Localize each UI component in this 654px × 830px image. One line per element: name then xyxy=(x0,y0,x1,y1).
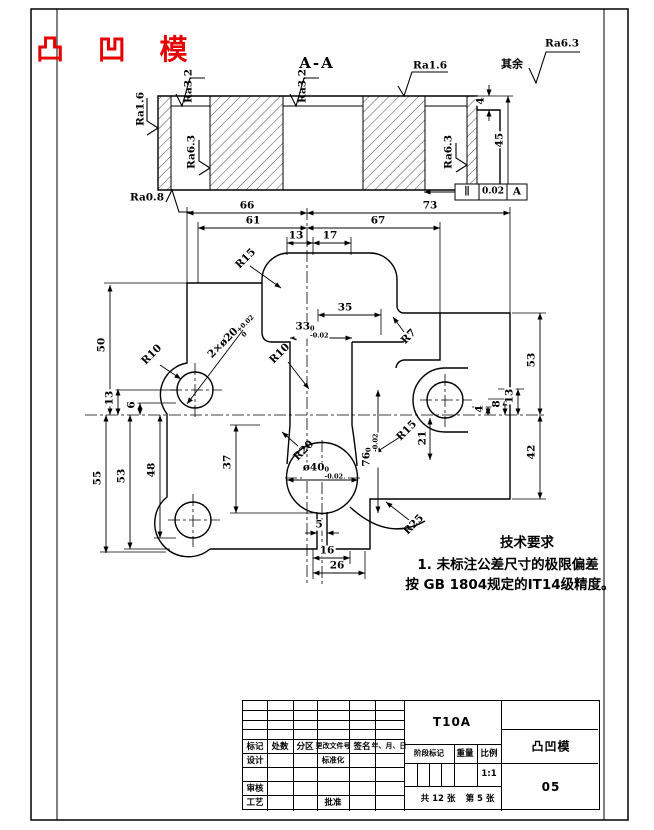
tb-material: T10A xyxy=(432,715,472,729)
tolerance-value: 0.02 xyxy=(482,186,504,197)
tb-header-zone: 分区 xyxy=(296,742,314,752)
tb-sheet-page: 第 5 张 xyxy=(465,794,495,804)
dim-53-right: 53 xyxy=(525,351,538,369)
dim-5: 5 xyxy=(314,518,324,531)
roughness-label-slot2-side: Ra6.3 xyxy=(442,134,455,170)
roughness-label-slot2-top: Ra3.2 xyxy=(296,68,309,104)
roughness-label-bottom: Ra0.8 xyxy=(129,191,165,204)
dim-55: 55 xyxy=(91,469,104,487)
tech-requirements-line2: 按 GB 1804规定的IT14级精度。 xyxy=(405,577,615,593)
dim-35: 35 xyxy=(336,301,354,314)
roughness-check-top-right xyxy=(397,71,448,98)
dim-13-top: 13 xyxy=(287,229,305,242)
tb-header-signature: 签名 xyxy=(353,742,371,752)
sheet-frame xyxy=(30,8,629,821)
tb-header-count: 处数 xyxy=(271,742,289,752)
dim-step-4: 4 xyxy=(474,96,487,106)
dim-6-left: 6 xyxy=(125,400,138,410)
section-hatch-areas xyxy=(157,95,478,191)
section-view-linework xyxy=(146,51,580,213)
part-outline xyxy=(154,252,511,558)
tb-drawing-number: 05 xyxy=(541,780,561,794)
tb-role-review: 审核 xyxy=(246,784,264,794)
rest-roughness-prefix: 其余 xyxy=(501,57,523,71)
dim-37: 37 xyxy=(221,453,234,471)
tb-scale-value: 1:1 xyxy=(481,769,497,779)
roughness-check-slot1-side xyxy=(198,140,211,176)
dim-13-right: 13 xyxy=(503,387,516,405)
tech-requirements-line1: 1. 未标注公差尺寸的极限偏差 xyxy=(417,557,599,573)
dim-67: 67 xyxy=(369,214,387,227)
dim-17-top: 17 xyxy=(321,229,339,242)
tolerance-frame xyxy=(424,183,528,201)
roughness-check-slot2-top xyxy=(289,77,319,108)
tb-role-design: 设计 xyxy=(246,756,264,766)
rest-roughness-value: Ra6.3 xyxy=(544,37,580,50)
dim-21: 21 xyxy=(416,429,429,447)
dim-66: 66 xyxy=(238,199,256,212)
tb-part-name: 凸凹模 xyxy=(531,739,571,754)
hole-bottom-left xyxy=(174,501,212,539)
roughness-label-slot1-side: Ra6.3 xyxy=(185,134,198,170)
dim-13-left: 13 xyxy=(103,389,116,407)
tb-header-mark: 标记 xyxy=(246,742,264,752)
roughness-check-rest xyxy=(528,51,580,85)
dim-8: 8 xyxy=(490,399,503,409)
tb-stage-mark-label: 阶段标记 xyxy=(414,748,444,758)
section-label: A-A xyxy=(298,54,336,72)
roughness-label-slot1-top: Ra3.2 xyxy=(182,68,195,104)
tb-role-process: 工艺 xyxy=(246,798,264,808)
section-dimension-lines xyxy=(486,85,511,190)
dim-26: 26 xyxy=(328,559,346,572)
dim-height-45: 45 xyxy=(493,131,506,149)
roughness-check-slot2-side xyxy=(455,143,468,173)
tech-requirements-title: 技术要求 xyxy=(500,535,554,551)
roughness-symbols xyxy=(146,51,580,213)
tb-header-change-doc: 更改文件号 xyxy=(315,742,351,750)
hole-right xyxy=(426,381,464,419)
tb-sheet-total: 共 12 张 xyxy=(420,794,456,804)
tb-role-standardize: 标准化 xyxy=(321,755,345,765)
roughness-label-top-right: Ra1.6 xyxy=(412,59,448,72)
tb-scale-label: 比例 xyxy=(480,749,498,759)
dim-61: 61 xyxy=(244,214,262,227)
tb-weight-label: 重量 xyxy=(456,749,474,759)
dim-16: 16 xyxy=(318,544,336,557)
dim-4-right: 4 xyxy=(473,404,486,414)
dim-42: 42 xyxy=(525,443,538,461)
tb-role-approve: 批准 xyxy=(324,798,342,808)
tb-header-date: 年、月、日 xyxy=(371,742,407,750)
title-block: 标记 处数 分区 更改文件号 签名 年、月、日 设计 标准化 审核 工艺 批准 … xyxy=(242,700,600,811)
roughness-label-left: Ra1.6 xyxy=(134,91,147,127)
dim-48: 48 xyxy=(145,461,158,479)
tolerance-symbol: ∥ xyxy=(464,185,470,198)
roughness-check-left xyxy=(146,98,159,136)
dim-53-left: 53 xyxy=(115,467,128,485)
sheet-title: 凸 凹 模 xyxy=(36,33,200,66)
radius-leader-lines xyxy=(159,265,410,521)
dim-73: 73 xyxy=(421,199,439,212)
tolerance-datum: A xyxy=(512,185,522,198)
roughness-check-bottom xyxy=(165,188,193,213)
roughness-check-slot1-top xyxy=(175,77,205,108)
dim-50: 50 xyxy=(95,336,108,354)
plan-view-linework xyxy=(85,207,546,585)
dimension-lines xyxy=(103,210,543,576)
hole-top-left xyxy=(176,371,214,409)
